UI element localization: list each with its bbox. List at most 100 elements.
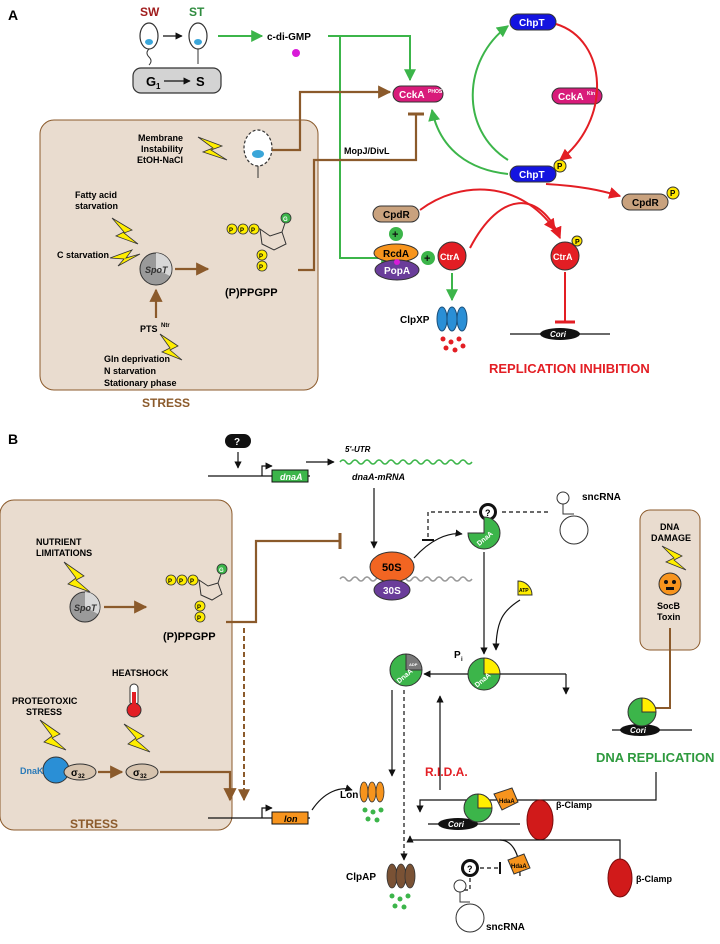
lightning-icon <box>39 719 67 751</box>
cdigmp-dot <box>292 49 300 57</box>
plus-icon: + <box>421 251 435 265</box>
svg-text:+: + <box>424 253 430 265</box>
svg-text:P: P <box>259 265 263 271</box>
svg-text:Cori: Cori <box>630 726 647 735</box>
sigma32-free: σ 32 <box>125 763 159 781</box>
svg-text:P: P <box>229 228 233 234</box>
pts-label: PTS <box>140 324 158 334</box>
svg-text:Kin: Kin <box>587 91 595 97</box>
pi-label: P <box>454 650 461 661</box>
svg-text:P: P <box>190 579 194 585</box>
dnaa-atp: DnaA <box>467 657 501 691</box>
mopj-divl-label: MopJ/DivL <box>344 146 390 156</box>
thermometer-icon <box>126 683 142 718</box>
socb-label: SocB <box>657 601 681 611</box>
svg-text:32: 32 <box>140 774 147 780</box>
chpt-top-node: ChpT <box>509 13 557 31</box>
stress-label-b: STRESS <box>70 817 118 831</box>
svg-text:1: 1 <box>156 82 161 91</box>
hdaa-free: HdaA <box>507 853 531 875</box>
swarmer-cell-icon <box>139 22 159 66</box>
svg-text:?: ? <box>467 864 473 874</box>
unknown-factor-icon: ? <box>461 859 479 877</box>
nutrient-label: LIMITATIONS <box>36 548 92 558</box>
bclamp-free-icon <box>607 858 633 898</box>
svg-text:P: P <box>575 239 580 246</box>
proteotoxic-label: STRESS <box>26 707 62 717</box>
svg-text:SpoT: SpoT <box>145 265 169 275</box>
svg-text:ChpT: ChpT <box>519 18 545 29</box>
clpap-protease-icon <box>386 863 416 910</box>
dna-damage-label: DNA <box>660 522 680 532</box>
svg-text:+: + <box>392 229 398 241</box>
mrna-label: dnaA-mRNA <box>352 472 405 482</box>
lon-label: Lon <box>340 790 358 801</box>
svg-text:CpdR: CpdR <box>632 198 659 209</box>
membrane-label: EtOH-NaCl <box>137 155 183 165</box>
fatty-acid-label: Fatty acid <box>75 190 117 200</box>
ppgpp-molecule-icon: P P P G P P <box>165 563 228 623</box>
lightning-icon <box>159 333 183 361</box>
membrane-label: Membrane <box>138 133 183 143</box>
replication-inhibition: REPLICATION INHIBITION <box>489 361 650 376</box>
svg-text:CtrA: CtrA <box>440 252 460 262</box>
n-starvation-label: N starvation <box>104 366 156 376</box>
svg-text:S: S <box>196 74 205 89</box>
replication-complex: Cori <box>612 697 692 736</box>
ppgpp-label-a: (P)PPGPP <box>225 287 278 299</box>
lightning-icon <box>123 723 151 753</box>
clpap-label: ClpAP <box>346 872 376 883</box>
spot-enzyme-icon: SpoT <box>69 591 101 623</box>
svg-text:σ: σ <box>71 768 78 779</box>
plus-icon: + <box>389 227 403 241</box>
svg-text:P: P <box>251 228 255 234</box>
dnak-sigma32-complex: DnaK σ 32 <box>20 756 97 784</box>
rcda-node: RcdA <box>373 243 419 263</box>
svg-text:30S: 30S <box>383 586 401 597</box>
lightning-icon <box>661 545 687 571</box>
sncrna-bottom-label: sncRNA <box>486 922 525 933</box>
bclamp-label: β-Clamp <box>556 800 592 810</box>
svg-text:P: P <box>557 162 563 171</box>
lightning-icon <box>63 561 91 593</box>
svg-text:P: P <box>670 189 676 198</box>
sncrna-top-label: sncRNA <box>582 492 621 503</box>
svg-text:CpdR: CpdR <box>383 210 410 221</box>
popa-node: PopA <box>374 259 420 281</box>
heatshock-label: HEATSHOCK <box>112 668 169 678</box>
svg-text:PHOS: PHOS <box>428 89 443 95</box>
ppgpp-molecule-icon: P P P G P P <box>226 212 292 272</box>
ppgpp-label-b: (P)PPGPP <box>163 631 216 643</box>
svg-text:P: P <box>197 616 201 622</box>
stationary-label: Stationary phase <box>104 378 177 388</box>
svg-text:P: P <box>197 605 201 611</box>
dnaa-gene: ? dnaA <box>208 434 310 483</box>
dnaa-apo: DnaA <box>467 516 501 550</box>
svg-text:50S: 50S <box>382 562 402 574</box>
svg-text:32: 32 <box>78 774 85 780</box>
svg-text:?: ? <box>485 508 491 518</box>
svg-text:ADP: ADP <box>409 662 418 667</box>
c-starvation-label: C starvation <box>57 250 109 260</box>
ribosome-icon: 50S 30S <box>369 551 415 601</box>
cpdr-right-node: CpdR P <box>621 186 680 211</box>
g1-s-box: G 1 S <box>132 67 222 94</box>
svg-text:ChpT: ChpT <box>519 170 545 181</box>
sncrna-bottom-icon <box>453 879 485 933</box>
cpdr-left-node: CpdR <box>372 205 420 223</box>
svg-text:P: P <box>179 579 183 585</box>
cori-a: Cori <box>510 328 610 340</box>
cdigmp-label: c-di-GMP <box>267 32 311 43</box>
svg-text:ATP: ATP <box>519 588 529 594</box>
dnaa-mrna <box>339 459 473 465</box>
svg-text:CckA: CckA <box>399 90 425 101</box>
svg-text:CckA: CckA <box>558 92 584 103</box>
svg-text:HdaA: HdaA <box>499 799 515 805</box>
bclamp-label: β-Clamp <box>636 874 672 884</box>
spot-enzyme-icon: SpoT <box>139 252 173 286</box>
chpt-mid-node: ChpT P <box>509 159 567 183</box>
ctra-left-node: CtrA <box>437 241 467 271</box>
svg-text:RcdA: RcdA <box>383 249 409 260</box>
svg-text:Cori: Cori <box>448 820 465 829</box>
